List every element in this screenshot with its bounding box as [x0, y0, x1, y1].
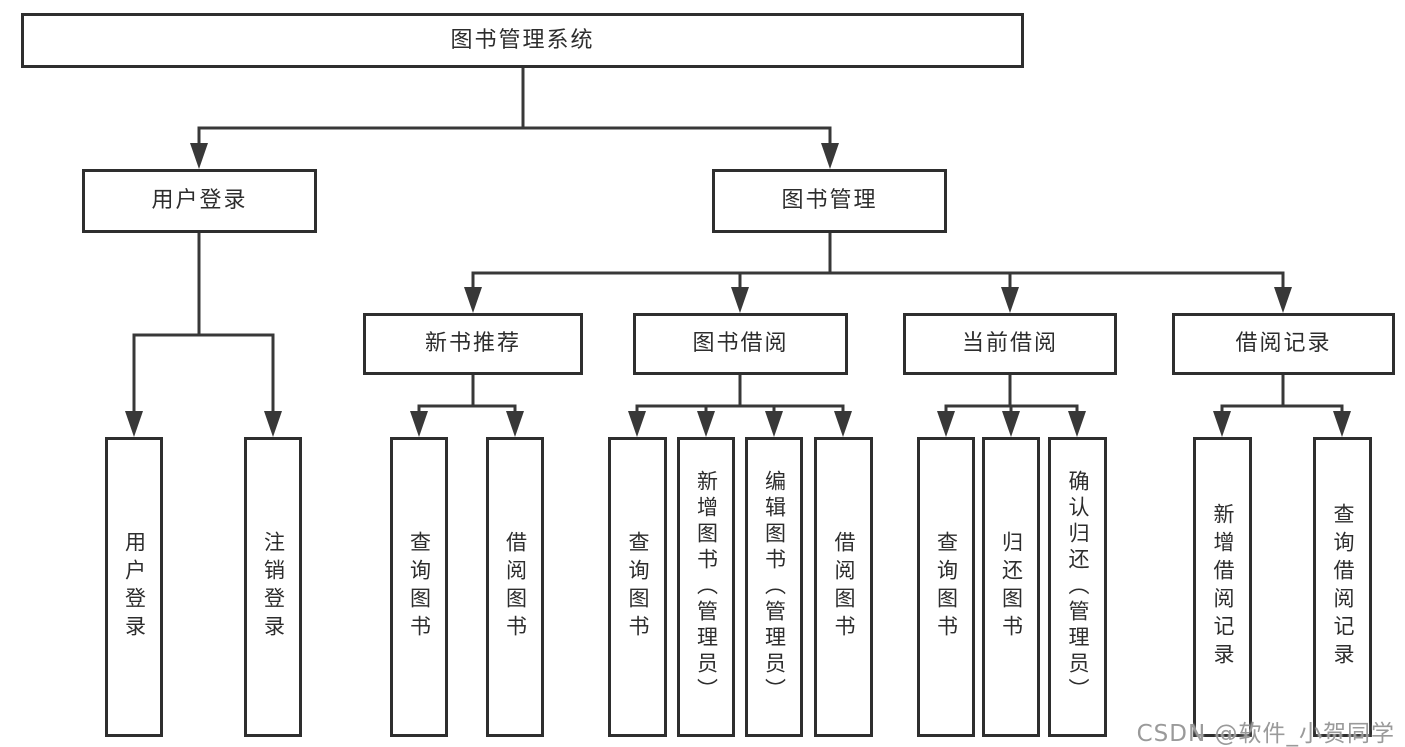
leaf-user-login-label: 用户登录 [122, 531, 147, 643]
leaf-edit-book-admin: 编辑图书（管理员） [745, 437, 803, 737]
leaf-query-books-recommend: 查询图书 [390, 437, 448, 737]
leaf-borrow-books: 借阅图书 [814, 437, 873, 737]
leaf-query-books-recommend-label: 查询图书 [407, 531, 432, 643]
leaf-logout: 注销登录 [244, 437, 302, 737]
node-borrow-records-label: 借阅记录 [1235, 331, 1332, 356]
node-book-management-branch: 图书管理 [712, 169, 947, 233]
leaf-return-book-label: 归还图书 [999, 531, 1024, 643]
node-new-book-recommend: 新书推荐 [363, 313, 583, 375]
leaf-edit-book-admin-label: 编辑图书（管理员） [762, 470, 787, 704]
leaf-query-borrow-record: 查询借阅记录 [1313, 437, 1372, 737]
leaf-query-books-current: 查询图书 [917, 437, 975, 737]
leaf-query-books-borrow-label: 查询图书 [626, 531, 650, 643]
leaf-query-borrow-record-label: 查询借阅记录 [1331, 503, 1355, 671]
leaf-add-borrow-record: 新增借阅记录 [1193, 437, 1252, 737]
leaf-borrow-books-label: 借阅图书 [832, 531, 856, 643]
leaf-logout-label: 注销登录 [261, 531, 286, 643]
leaf-query-books-current-label: 查询图书 [934, 531, 959, 643]
leaf-add-borrow-record-label: 新增借阅记录 [1211, 503, 1235, 671]
node-book-management-branch-label: 图书管理 [781, 188, 878, 213]
leaf-confirm-return-admin: 确认归还（管理员） [1048, 437, 1107, 737]
node-root: 图书管理系统 [21, 13, 1024, 68]
node-new-book-recommend-label: 新书推荐 [424, 331, 521, 356]
leaf-borrow-books-recommend: 借阅图书 [486, 437, 544, 737]
node-root-label: 图书管理系统 [450, 27, 595, 53]
leaf-add-book-admin-label: 新增图书（管理员） [694, 470, 719, 704]
leaf-confirm-return-admin-label: 确认归还（管理员） [1066, 470, 1090, 704]
node-borrow-records: 借阅记录 [1172, 313, 1395, 375]
leaf-return-book: 归还图书 [982, 437, 1040, 737]
csdn-watermark: CSDN @软件_小贺同学 [1136, 721, 1395, 747]
node-current-borrow: 当前借阅 [903, 313, 1117, 375]
node-current-borrow-label: 当前借阅 [961, 331, 1058, 356]
node-user-login-branch-label: 用户登录 [151, 188, 248, 213]
node-book-borrow: 图书借阅 [633, 313, 848, 375]
leaf-user-login: 用户登录 [105, 437, 163, 737]
leaf-query-books-borrow: 查询图书 [608, 437, 667, 737]
node-book-borrow-label: 图书借阅 [692, 331, 789, 356]
node-user-login-branch: 用户登录 [82, 169, 317, 233]
leaf-borrow-books-recommend-label: 借阅图书 [503, 531, 528, 643]
leaf-add-book-admin: 新增图书（管理员） [677, 437, 735, 737]
